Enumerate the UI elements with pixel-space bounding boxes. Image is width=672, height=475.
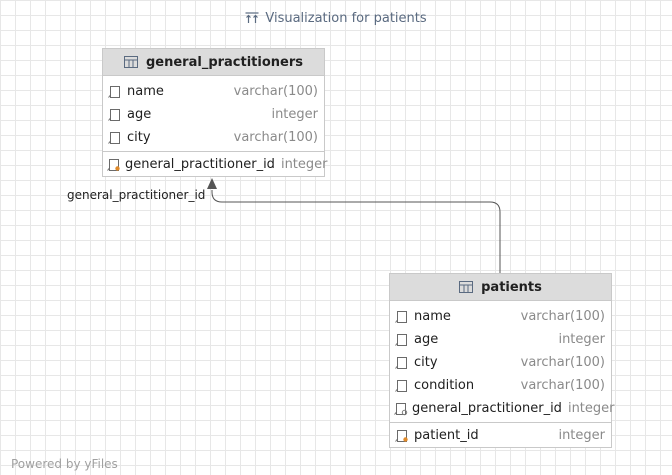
column-type: integer (280, 157, 328, 172)
table-row[interactable]: name varchar(100) (390, 305, 611, 328)
table-icon (123, 56, 138, 68)
column-icon (394, 332, 410, 348)
column-type: varchar(100) (233, 84, 318, 99)
column-name: condition (414, 378, 475, 393)
column-type: integer (558, 332, 605, 347)
column-name: general_practitioner_id (412, 401, 562, 416)
foreign-key-column-icon (394, 401, 408, 417)
relationship-label: general_practitioner_id (67, 188, 206, 202)
column-name: city (127, 130, 151, 145)
column-icon (394, 378, 410, 394)
column-icon (107, 130, 123, 146)
column-name: name (414, 309, 451, 324)
column-type: integer (558, 428, 605, 443)
table-row[interactable]: general_practitioner_id integer (390, 397, 615, 420)
table-patients[interactable]: patients name varchar(100) age integer c… (389, 273, 615, 448)
table-row[interactable]: general_practitioner_id integer (103, 153, 328, 176)
column-name: city (414, 355, 438, 370)
column-name: age (127, 107, 152, 122)
column-type: varchar(100) (520, 378, 605, 393)
table-general-practitioners[interactable]: general_practitioners name varchar(100) … (102, 48, 328, 177)
diagram-title: Visualization for patients (0, 6, 672, 30)
column-type: varchar(100) (520, 309, 605, 324)
table-name: patients (481, 279, 542, 295)
column-name: name (127, 84, 164, 99)
table-row[interactable]: age integer (103, 103, 324, 126)
column-name: general_practitioner_id (125, 157, 275, 172)
primary-key-column-icon (107, 157, 121, 173)
table-row[interactable]: city varchar(100) (390, 351, 611, 374)
table-row[interactable]: patient_id integer (390, 424, 611, 447)
table-row[interactable]: age integer (390, 328, 611, 351)
column-type: varchar(100) (520, 355, 605, 370)
diagram-layout-icon (245, 12, 259, 23)
table-header[interactable]: general_practitioners (103, 49, 324, 76)
column-type: integer (567, 401, 615, 416)
powered-by-label: Powered by yFiles (11, 457, 118, 471)
column-icon (394, 309, 410, 325)
diagram-title-text: Visualization for patients (265, 10, 427, 26)
table-name: general_practitioners (145, 54, 304, 70)
column-name: age (414, 332, 439, 347)
column-icon (107, 84, 123, 100)
table-row[interactable]: condition varchar(100) (390, 374, 611, 397)
edge-arrowhead-icon (207, 178, 217, 189)
column-type: integer (271, 107, 318, 122)
table-icon (459, 281, 474, 293)
column-name: patient_id (414, 428, 479, 443)
column-type: varchar(100) (233, 130, 318, 145)
table-header[interactable]: patients (390, 274, 611, 301)
column-icon (394, 355, 410, 371)
table-row[interactable]: city varchar(100) (103, 126, 324, 149)
column-icon (107, 107, 123, 123)
table-row[interactable]: name varchar(100) (103, 80, 324, 103)
primary-key-column-icon (394, 428, 410, 444)
